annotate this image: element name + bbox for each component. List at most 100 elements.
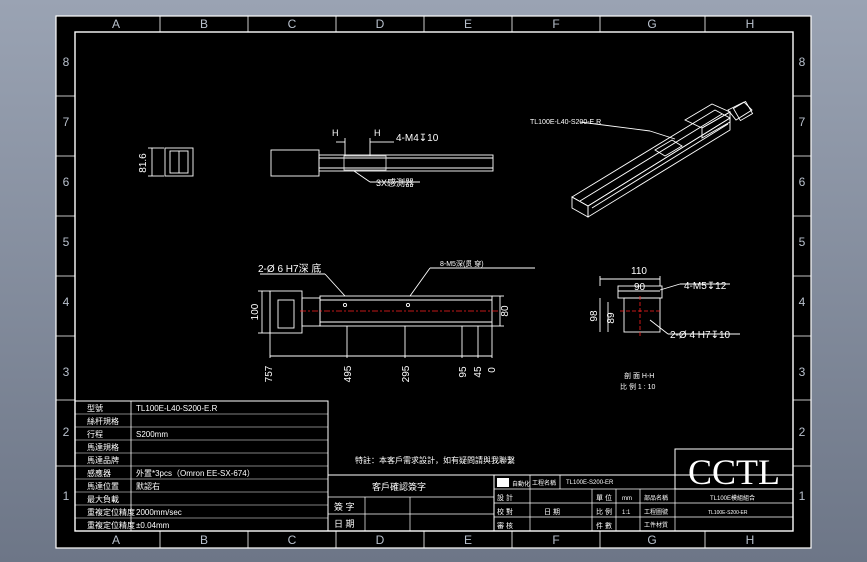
zone-row-1: 1 (799, 489, 806, 503)
spec-value: 外置*3pcs（Omron EE-SX-674） (136, 468, 255, 478)
section-title: 剖 面 H-H (624, 371, 654, 380)
spec-label: 最大負載 (87, 494, 119, 504)
top-dim-h-right: H (374, 128, 381, 138)
side-view (148, 147, 194, 177)
spec-label: 馬達規格 (87, 442, 119, 452)
top-sensor-callout: 3X感測器 (376, 177, 414, 188)
spec-value: ±0.04mm (136, 521, 170, 530)
zone-row-8: 8 (63, 55, 70, 69)
date-label: 日 期 (334, 519, 355, 529)
front-hole-mid-callout: 8-M5深(贯 穿) (440, 259, 484, 268)
zone-row-1: 1 (63, 489, 70, 503)
outer-frame (55, 15, 812, 549)
section-pin-callout: 2-Ø 4 H7↧10 (670, 330, 731, 341)
audit-label: 審 核 (497, 521, 513, 530)
zone-row-6: 6 (63, 175, 70, 189)
front-view (258, 267, 535, 358)
front-hole-left-callout: 2-Ø 6 H7深 底 (258, 262, 321, 275)
zone-col-d: D (376, 17, 385, 31)
front-height-left: 100 (250, 303, 261, 320)
customer-confirm-block: 客戶確認簽字 簽 字 日 期 (327, 474, 495, 532)
scale-value: 1:1 (622, 510, 631, 516)
drawing-note: 特註：本客戶需求設計，如有疑問請與我聯繫 (355, 455, 515, 465)
title-drawing-no: TL100E-S200-ER (566, 480, 614, 486)
zone-ticks (56, 16, 811, 548)
zone-row-5: 5 (63, 235, 70, 249)
zone-col-f: F (552, 17, 559, 31)
spec-label: 絲杆規格 (87, 416, 119, 426)
drawing-no-label: 工程圖號 (644, 508, 668, 516)
zone-row-2: 2 (799, 425, 806, 439)
zone-col-d: D (376, 533, 385, 547)
zone-row-6: 6 (799, 175, 806, 189)
company-logo-icon (497, 478, 509, 487)
zone-row-3: 3 (63, 365, 70, 379)
brand-mark: CCTL (688, 452, 780, 492)
zone-row-4: 4 (799, 295, 806, 309)
spec-label: 馬達品牌 (87, 455, 119, 465)
zone-col-f: F (552, 533, 559, 547)
zone-col-g: G (647, 17, 656, 31)
front-height-right: 80 (500, 305, 511, 317)
side-height-dim: 81.6 (138, 153, 149, 173)
part-name-label: 部品名稱 (644, 494, 668, 502)
section-scale: 比 例 1 : 10 (620, 382, 656, 391)
zone-row-8: 8 (799, 55, 806, 69)
section-height-89: 89 (606, 312, 617, 324)
spec-value: 默認右 (136, 481, 160, 491)
front-ord-95: 95 (458, 366, 469, 378)
front-ord-0: 0 (487, 367, 498, 373)
customer-confirm-title: 客戶確認簽字 (372, 481, 426, 492)
spec-value: S200mm (136, 430, 168, 439)
zone-row-7: 7 (63, 115, 70, 129)
spec-label: 重複定位精度 (87, 507, 135, 517)
front-ord-45: 45 (473, 366, 484, 378)
spec-label: 型號 (87, 403, 103, 413)
section-height-98: 98 (589, 310, 600, 322)
isometric-view (571, 100, 754, 218)
section-inner-dim: 90 (634, 282, 646, 293)
spec-value: TL100E-L40-S200-E.R (136, 404, 218, 413)
check-label: 校 對 (497, 507, 513, 516)
logo-text: 自動化 (512, 480, 530, 488)
spec-value: 2000mm/sec (136, 508, 182, 517)
zone-col-b: B (200, 533, 208, 547)
section-width-dim: 110 (631, 266, 647, 277)
zone-col-c: C (288, 533, 297, 547)
title-date-label: 日 期 (544, 508, 560, 516)
zone-row-5: 5 (799, 235, 806, 249)
top-holes-callout: 4-M4↧10 (396, 133, 439, 144)
top-dim-h-left: H (332, 128, 339, 138)
front-ord-495: 495 (343, 365, 354, 382)
front-ord-757: 757 (264, 365, 275, 382)
section-view (599, 276, 740, 335)
drawing-no-value: TL100E-S200-ER (708, 510, 748, 516)
spec-label: 行程 (87, 429, 103, 439)
zone-row-7: 7 (799, 115, 806, 129)
drawing-sheet (56, 16, 811, 548)
zone-row-3: 3 (799, 365, 806, 379)
zone-row-2: 2 (63, 425, 70, 439)
unit-label: 單 位 (596, 493, 612, 502)
section-holes-callout: 4-M5↧12 (684, 281, 727, 292)
iso-model-callout: TL100E-L40-S200-E.R (530, 119, 601, 126)
front-ord-295: 295 (401, 365, 412, 382)
zone-col-g: G (647, 533, 656, 547)
zone-col-b: B (200, 17, 208, 31)
sign-label: 簽 字 (334, 501, 355, 512)
part-name-value: TL100E模組組合 (710, 494, 755, 502)
zone-row-labels-right: 8 7 6 5 4 3 2 1 (799, 55, 806, 503)
zone-col-h: H (746, 17, 755, 31)
title-block: 自動化 工程名稱 TL100E-S200-ER 設 計 校 對 審 核 日 期 … (493, 448, 794, 532)
zone-col-a: A (112, 533, 120, 547)
zone-col-h: H (746, 533, 755, 547)
spec-label: 馬達位置 (87, 481, 119, 491)
spec-label: 感應器 (87, 468, 111, 478)
project-label: 工程名稱 (532, 479, 556, 487)
design-label: 設 計 (497, 493, 513, 502)
material-label: 工件材質 (644, 521, 668, 529)
zone-col-a: A (112, 17, 120, 31)
